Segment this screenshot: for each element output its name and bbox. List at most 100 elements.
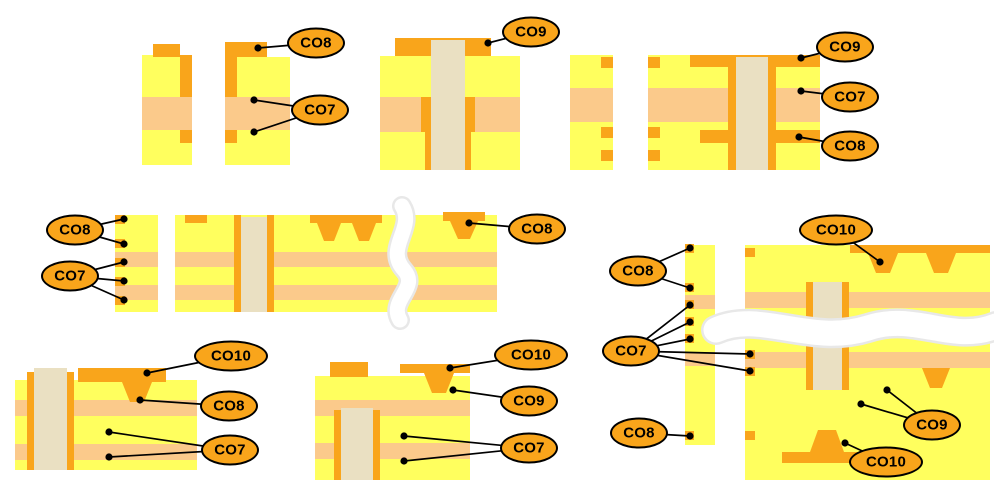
callout-co10-1: CO10 — [194, 340, 268, 372]
copper-trace — [601, 57, 613, 68]
callout-dot — [449, 386, 457, 394]
callout-dot — [120, 296, 128, 304]
core-layer — [142, 97, 192, 130]
core-layer — [745, 292, 990, 308]
copper-trace — [225, 57, 237, 97]
callout-dot — [795, 133, 803, 141]
copper-pad — [153, 44, 180, 57]
callout-dot — [250, 128, 258, 136]
callout-dot — [120, 240, 128, 248]
callout-co8-3: CO8 — [46, 214, 104, 246]
callout-dot — [686, 244, 694, 252]
copper-trace — [115, 296, 125, 305]
callout-co10-4: CO10 — [849, 446, 923, 478]
via-barrel-wall — [67, 372, 74, 470]
core-layer — [570, 88, 613, 122]
callout-dot — [465, 219, 473, 227]
callout-co8-5: CO8 — [200, 390, 258, 422]
callout-dot — [105, 453, 113, 461]
microvia-pad — [850, 245, 990, 253]
pcb-section-1 — [142, 42, 290, 165]
microvia-pad — [310, 215, 382, 223]
callout-co7-4: CO7 — [201, 434, 259, 466]
copper-trace — [180, 130, 192, 143]
pcb-section-2 — [380, 38, 520, 170]
pcb-section-5 — [15, 368, 197, 470]
via-barrel-wall — [425, 132, 433, 170]
copper-pad — [78, 368, 166, 382]
pcb-section-7 — [685, 244, 994, 480]
microvia — [810, 430, 844, 452]
callout-dot — [857, 400, 865, 408]
callout-co8-4: CO8 — [508, 213, 566, 245]
microvia-pad — [443, 212, 485, 221]
via-barrel-wall — [234, 215, 241, 312]
callout-dot — [120, 258, 128, 266]
core-layer — [225, 97, 290, 130]
core-layer — [115, 285, 158, 300]
callout-co10-3: CO10 — [799, 214, 873, 246]
via-fill — [341, 408, 373, 480]
callout-dot — [446, 364, 454, 372]
via-fill — [241, 217, 267, 312]
callout-co8-7: CO8 — [610, 417, 668, 449]
microvia — [352, 223, 376, 241]
via-fill — [736, 57, 768, 170]
pcb-section-4 — [115, 196, 497, 330]
copper-pad — [330, 362, 368, 377]
copper-trace — [180, 55, 192, 97]
core-layer — [685, 352, 715, 366]
callout-dot — [143, 369, 151, 377]
microvia — [922, 368, 950, 388]
copper-trace — [601, 150, 613, 161]
copper-trace — [745, 431, 755, 440]
via-barrel-wall — [334, 410, 341, 480]
via-barrel-wall — [728, 67, 736, 170]
copper-trace — [421, 97, 433, 132]
via-barrel-wall — [768, 67, 776, 170]
callout-dot — [400, 432, 408, 440]
core-layer — [175, 285, 497, 300]
callout-dot — [686, 284, 694, 292]
microvia — [424, 373, 454, 393]
callout-dot — [686, 318, 694, 326]
via-fill — [34, 368, 67, 470]
callout-dot — [686, 301, 694, 309]
callout-dot — [254, 44, 262, 52]
via-barrel-wall — [373, 410, 380, 480]
callout-dot — [883, 386, 891, 394]
callout-co9-3: CO9 — [500, 385, 558, 417]
callout-dot — [250, 96, 258, 104]
microvia-pad — [400, 364, 470, 373]
callout-co8-6: CO8 — [609, 255, 667, 287]
substrate — [685, 245, 715, 445]
break-wave — [703, 310, 994, 346]
callout-co10-2: CO10 — [494, 339, 568, 371]
copper-trace — [601, 127, 613, 138]
callout-co7-1: CO7 — [291, 94, 349, 126]
callout-co9-4: CO9 — [903, 409, 961, 441]
copper-trace — [648, 127, 660, 138]
copper-trace — [185, 215, 207, 223]
copper-trace — [463, 97, 475, 132]
copper-trace — [700, 130, 728, 143]
callout-dot — [876, 258, 884, 266]
callout-dot — [797, 87, 805, 95]
callout-co9-1: CO9 — [502, 16, 560, 48]
via-barrel-wall — [463, 132, 471, 170]
pcb-section-3 — [570, 55, 820, 170]
callout-co7-3: CO7 — [41, 260, 99, 292]
callout-dot — [841, 439, 849, 447]
callout-dot — [136, 396, 144, 404]
microvia — [122, 382, 152, 402]
callout-co8-1: CO8 — [287, 27, 345, 59]
copper-trace — [745, 248, 755, 257]
callout-co9-2: CO9 — [816, 31, 874, 63]
callout-co7-2: CO7 — [821, 81, 879, 113]
via-fill — [431, 40, 465, 170]
copper-trace — [115, 277, 125, 286]
callout-dot — [797, 54, 805, 62]
callout-co8-2: CO8 — [821, 130, 879, 162]
